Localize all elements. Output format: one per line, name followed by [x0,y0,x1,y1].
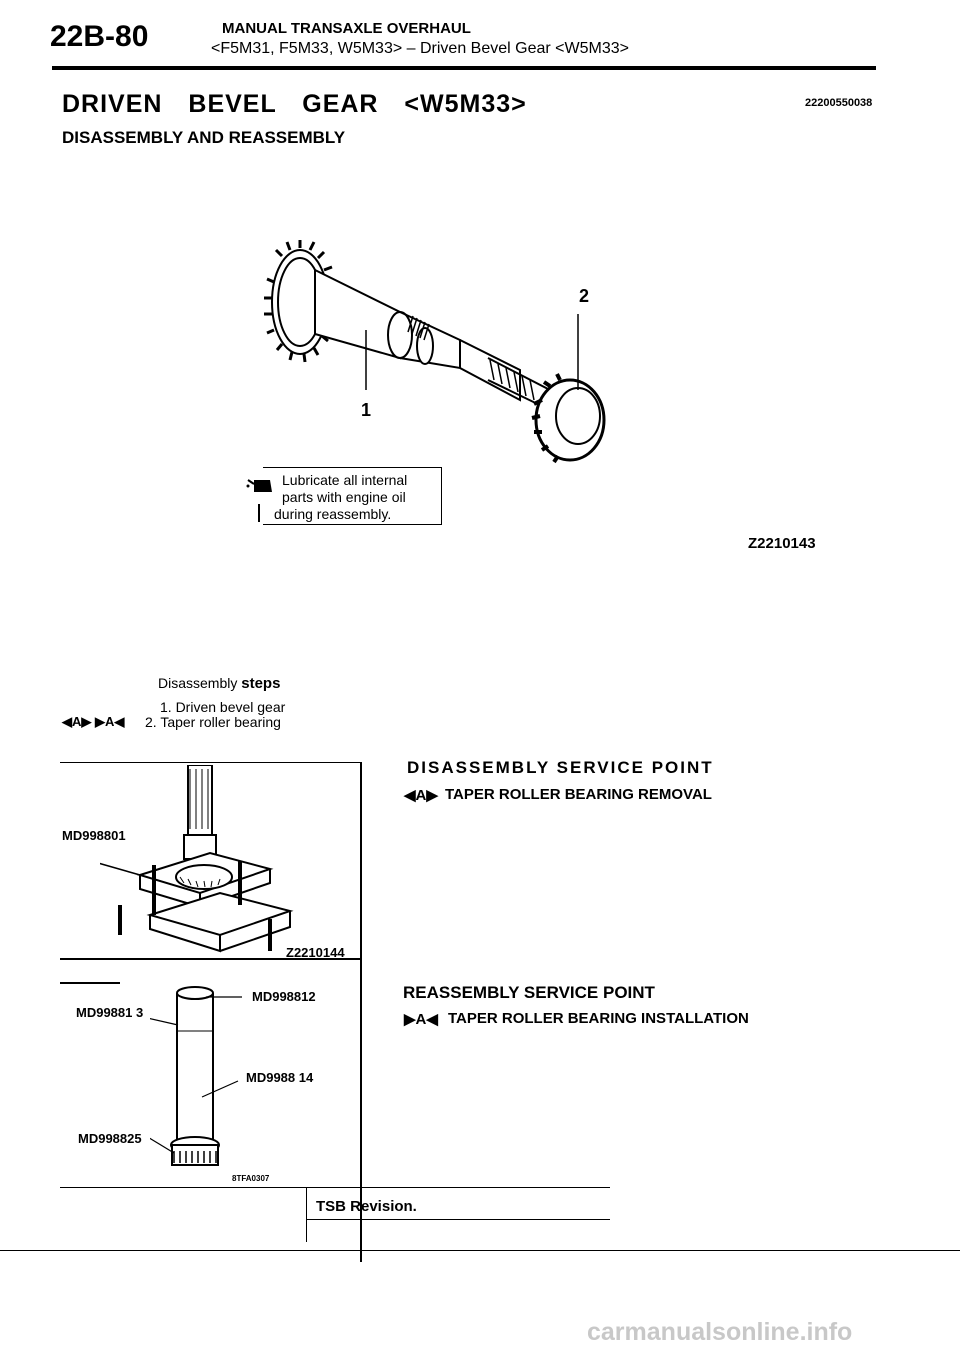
tool-md998814: MD9988 14 [246,1070,314,1085]
tsb-frame-bottom [306,1219,610,1220]
driven-bevel-gear-illustration [264,240,606,464]
note-line-3: during reassembly. [274,506,392,522]
step-1: 1. Driven bevel gear [160,699,286,715]
figure-frame-vertical [360,762,362,1262]
disassembly-service-item: TAPER ROLLER BEARING REMOVAL [445,786,712,803]
header-rule [52,66,876,70]
watermark: carmanualsonline.info [587,1318,853,1346]
manual-subtitle: <F5M31, F5M33, W5M33> – Driven Bevel Gea… [211,40,629,57]
figure-frame-mid2 [60,982,120,984]
note-bar [258,504,260,522]
step-2: 2. Taper roller bearing [145,714,281,730]
note-line-2: parts with engine oil [282,489,406,505]
figure-id-2: Z2210144 [286,945,345,960]
page-rule [0,1250,960,1251]
tsb-revision: TSB Revision. [316,1198,417,1215]
disassembly-service-title: DISASSEMBLY SERVICE POINT [407,758,714,777]
lubrication-note: Lubricate all internal parts with engine… [274,472,408,523]
callout-1: 1 [361,400,372,420]
bearing-installation-illustration [150,986,242,1166]
note-line-1: Lubricate all internal [282,472,408,488]
callout-2: 2 [579,286,590,306]
tool-md998825: MD998825 [78,1131,142,1146]
bearing-removal-illustration [100,765,294,953]
figure-frame-bottom [60,1187,610,1188]
disassembly-service-marker: ◀A▶ [404,787,438,804]
reassembly-service-marker: ▶A◀ [404,1011,438,1028]
lubrication-note-box [263,467,442,525]
steps-title-bold: steps [241,675,281,692]
tool-md998801: MD998801 [62,828,126,843]
figure-frame-top [60,762,360,763]
reassembly-service-item: TAPER ROLLER BEARING INSTALLATION [448,1010,749,1027]
manual-title: MANUAL TRANSAXLE OVERHAUL [222,20,471,37]
steps-title-prefix: Disassembly [158,675,242,691]
section-title: DISASSEMBLY AND REASSEMBLY [62,128,346,147]
oil-can-icon [246,479,272,492]
figure-id-3: 8TFA0307 [232,1174,270,1183]
tool-md998812: MD998812 [252,989,316,1004]
figure-frame-mid [60,958,360,960]
tsb-frame-vertical [306,1187,307,1242]
step-2-marks: ◀A▶ ▶A◀ [62,714,125,729]
document-id: 22200550038 [805,97,873,109]
page-code: 22B-80 [50,20,149,53]
page-title: DRIVEN BEVEL GEAR <W5M33> [62,90,527,118]
figure-id-1: Z2210143 [748,535,816,552]
steps-title: Disassembly steps [158,675,280,692]
reassembly-service-title: REASSEMBLY SERVICE POINT [403,983,655,1002]
tool-md998813: MD99881 3 [76,1005,144,1020]
